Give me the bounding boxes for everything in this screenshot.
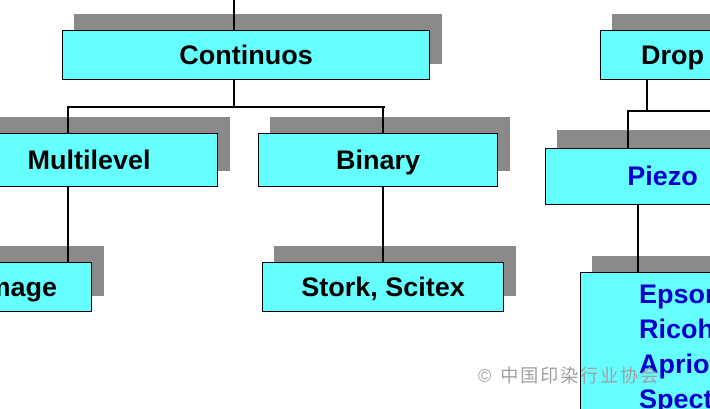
connector-down-to-piezo: [627, 110, 629, 148]
connector-binary-to-stork: [382, 187, 384, 262]
node-multilevel-label: Multilevel: [27, 144, 151, 175]
node-continuos-label: Continuos: [179, 39, 313, 70]
vendor-line-spectra: Spectra: [639, 384, 710, 409]
connector-down-to-binary: [382, 106, 384, 133]
node-binary-label: Binary: [335, 144, 421, 175]
node-stork-scitex: Stork, Scitex: [262, 262, 504, 312]
node-image: Image: [0, 262, 92, 312]
node-continuos: Continuos: [62, 30, 430, 80]
connector-continuos-children-horizontal: [67, 106, 385, 108]
watermark-text: © 中国印染行业协会: [478, 366, 661, 386]
connector-down-to-multilevel: [67, 106, 69, 133]
node-piezo-label: Piezo: [627, 161, 698, 191]
node-piezo: Piezo: [545, 148, 710, 205]
connector-multilevel-to-image: [67, 187, 69, 262]
node-binary: Binary: [258, 133, 498, 187]
vendor-line-epson: Epson: [639, 279, 710, 309]
vendor-line-aprion: Aprion: [639, 349, 710, 379]
node-multilevel: Multilevel: [0, 133, 218, 187]
connector-drop-stem: [646, 80, 648, 112]
node-stork-scitex-label: Stork, Scitex: [301, 271, 465, 302]
connector-continuos-stem: [233, 80, 235, 108]
node-piezo-vendors: Epson Ricoh Aprion Spectra: [580, 272, 710, 409]
node-drop-label: Drop: [641, 39, 704, 70]
node-drop: Drop: [600, 30, 710, 80]
connector-parent-to-continuos: [233, 0, 235, 30]
vendor-line-ricoh: Ricoh: [639, 314, 710, 344]
connector-piezo-to-vendors: [637, 205, 639, 272]
connector-drop-children-horizontal: [627, 110, 710, 112]
node-image-label: Image: [0, 271, 57, 302]
